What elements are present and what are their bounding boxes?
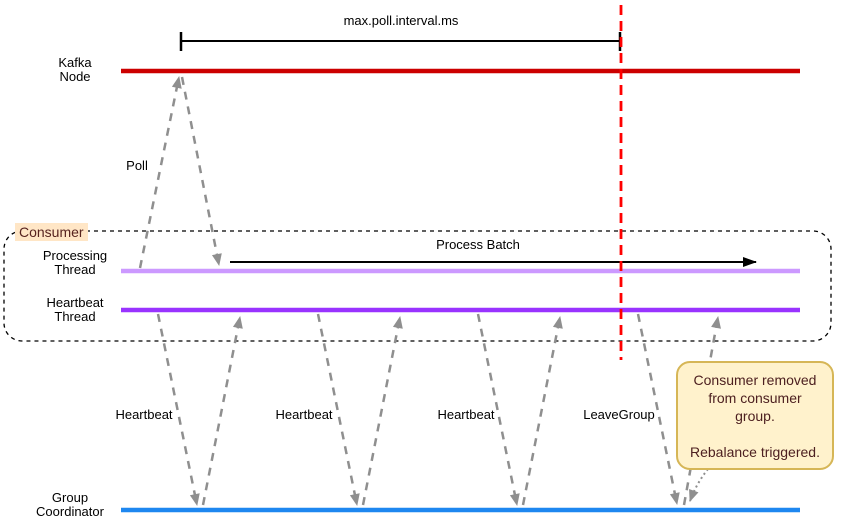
rebalance-note-callout: Consumer removed from consumer group. Re…	[676, 361, 834, 470]
heartbeat2-request-arrow	[316, 313, 360, 506]
kafka-node-label-line1: Kafka	[58, 55, 92, 70]
heartbeat1-request-arrow	[156, 313, 200, 506]
rebalance-note-line1: Consumer removed from consumer group.	[693, 371, 817, 424]
rebalance-note-line2: Rebalance triggered.	[690, 443, 820, 460]
heartbeat1-label: Heartbeat	[115, 407, 173, 422]
heartbeat2-response-arrow	[361, 316, 403, 506]
heartbeat-thread-label-line1: Heartbeat	[46, 295, 104, 310]
kafka-node-label-line2: Node	[59, 69, 91, 84]
interval-bracket	[179, 32, 622, 51]
processing-thread-label-line1: Processing	[42, 248, 108, 263]
group-coordinator-label: Group Coordinator	[15, 491, 125, 519]
poll-response-arrow	[180, 76, 222, 266]
heartbeat3-response-arrow	[521, 316, 563, 506]
consumer-box-label: Consumer	[15, 223, 88, 241]
heartbeat3-label: Heartbeat	[437, 407, 495, 422]
process-batch-label: Process Batch	[436, 237, 520, 252]
max-poll-interval-label: max.poll.interval.ms	[343, 13, 459, 28]
consumer-group-box	[3, 230, 832, 342]
heartbeat3-request-arrow	[476, 313, 520, 506]
heartbeat-thread-label-line2: Thread	[54, 309, 96, 324]
heartbeat-thread-label: Heartbeat Thread	[20, 296, 130, 324]
heartbeat1-response-arrow	[201, 316, 243, 506]
note-pointer-arrow	[689, 468, 709, 502]
leavegroup-request-arrow	[636, 313, 680, 505]
group-coordinator-label-line2: Coordinator	[36, 504, 104, 519]
processing-thread-label-line2: Thread	[54, 262, 96, 277]
group-coordinator-label-line1: Group	[51, 490, 89, 505]
poll-label: Poll	[126, 158, 148, 173]
kafka-node-label: Kafka Node	[20, 56, 130, 84]
rebalance-note-spacer	[688, 425, 822, 443]
leavegroup-label: LeaveGroup	[583, 407, 655, 422]
processing-thread-label: Processing Thread	[20, 249, 130, 277]
poll-request-arrow	[138, 76, 182, 269]
heartbeat2-label: Heartbeat	[275, 407, 333, 422]
